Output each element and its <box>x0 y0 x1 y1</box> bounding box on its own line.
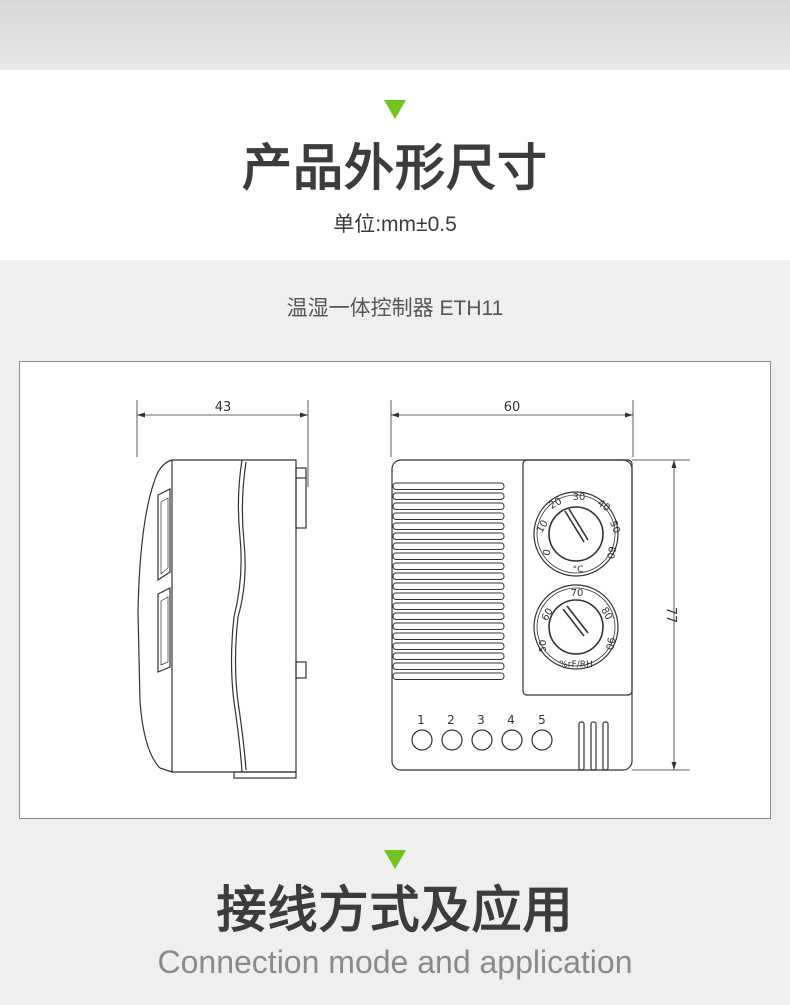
terminal-label-3: 3 <box>477 713 485 727</box>
terminal-5 <box>531 729 553 751</box>
temp-tick-50: 50 <box>607 519 622 535</box>
side-view: 43 <box>136 400 309 779</box>
temp-tick-30: 30 <box>573 492 586 503</box>
connection-subtitle: Connection mode and application <box>157 944 633 980</box>
terminal-label-4: 4 <box>507 713 515 727</box>
humidity-tick-60: 60 <box>540 606 556 623</box>
dimensions-title: 产品外形尺寸 <box>242 139 548 197</box>
humidity-tick-80: 80 <box>598 605 614 622</box>
temp-tick-40: 40 <box>595 498 612 514</box>
green-triangle-icon-2 <box>384 850 406 869</box>
humidity-tick-50: 50 <box>538 640 549 653</box>
terminal-4 <box>501 729 523 751</box>
terminal-1 <box>411 729 433 751</box>
dim-label-43: 43 <box>215 400 232 415</box>
dimension-drawing: 43 60 77 <box>136 400 690 779</box>
green-triangle-icon <box>384 100 406 119</box>
humidity-tick-70: 70 <box>571 588 584 599</box>
temp-tick-60: 60 <box>604 545 617 559</box>
product-name: 温湿一体控制器 ETH11 <box>286 297 504 320</box>
terminal-block: 1 2 3 4 5 <box>411 713 553 751</box>
terminal-3 <box>471 729 493 751</box>
terminal-2 <box>441 729 463 751</box>
unit-note: 单位:mm±0.5 <box>333 213 457 236</box>
ventilation-slots <box>392 482 505 680</box>
terminal-label-1: 1 <box>417 713 425 727</box>
humidity-dial[interactable]: 50 60 70 80 90 %rF/RH <box>533 584 619 670</box>
temperature-pointer <box>564 510 585 543</box>
temp-tick-20: 20 <box>547 496 564 512</box>
temperature-dial[interactable]: 0 10 20 30 40 50 60 °C <box>533 491 622 577</box>
dimension-drawing-frame: 43 60 77 <box>19 361 771 819</box>
front-view: 60 77 <box>390 400 690 771</box>
humidity-pointer <box>562 608 585 637</box>
top-gradient-band <box>0 0 790 70</box>
humidity-unit: %rF/RH <box>559 660 592 670</box>
dim-label-77: 77 <box>663 607 678 624</box>
humidity-tick-90: 90 <box>603 636 616 650</box>
sensor-slots <box>578 721 609 771</box>
temp-tick-0: 0 <box>542 548 554 556</box>
dim-label-60: 60 <box>504 400 521 415</box>
terminal-label-5: 5 <box>538 713 546 727</box>
terminal-label-2: 2 <box>447 713 455 727</box>
connection-title: 接线方式及应用 <box>216 881 574 939</box>
temp-unit: °C <box>573 565 584 575</box>
